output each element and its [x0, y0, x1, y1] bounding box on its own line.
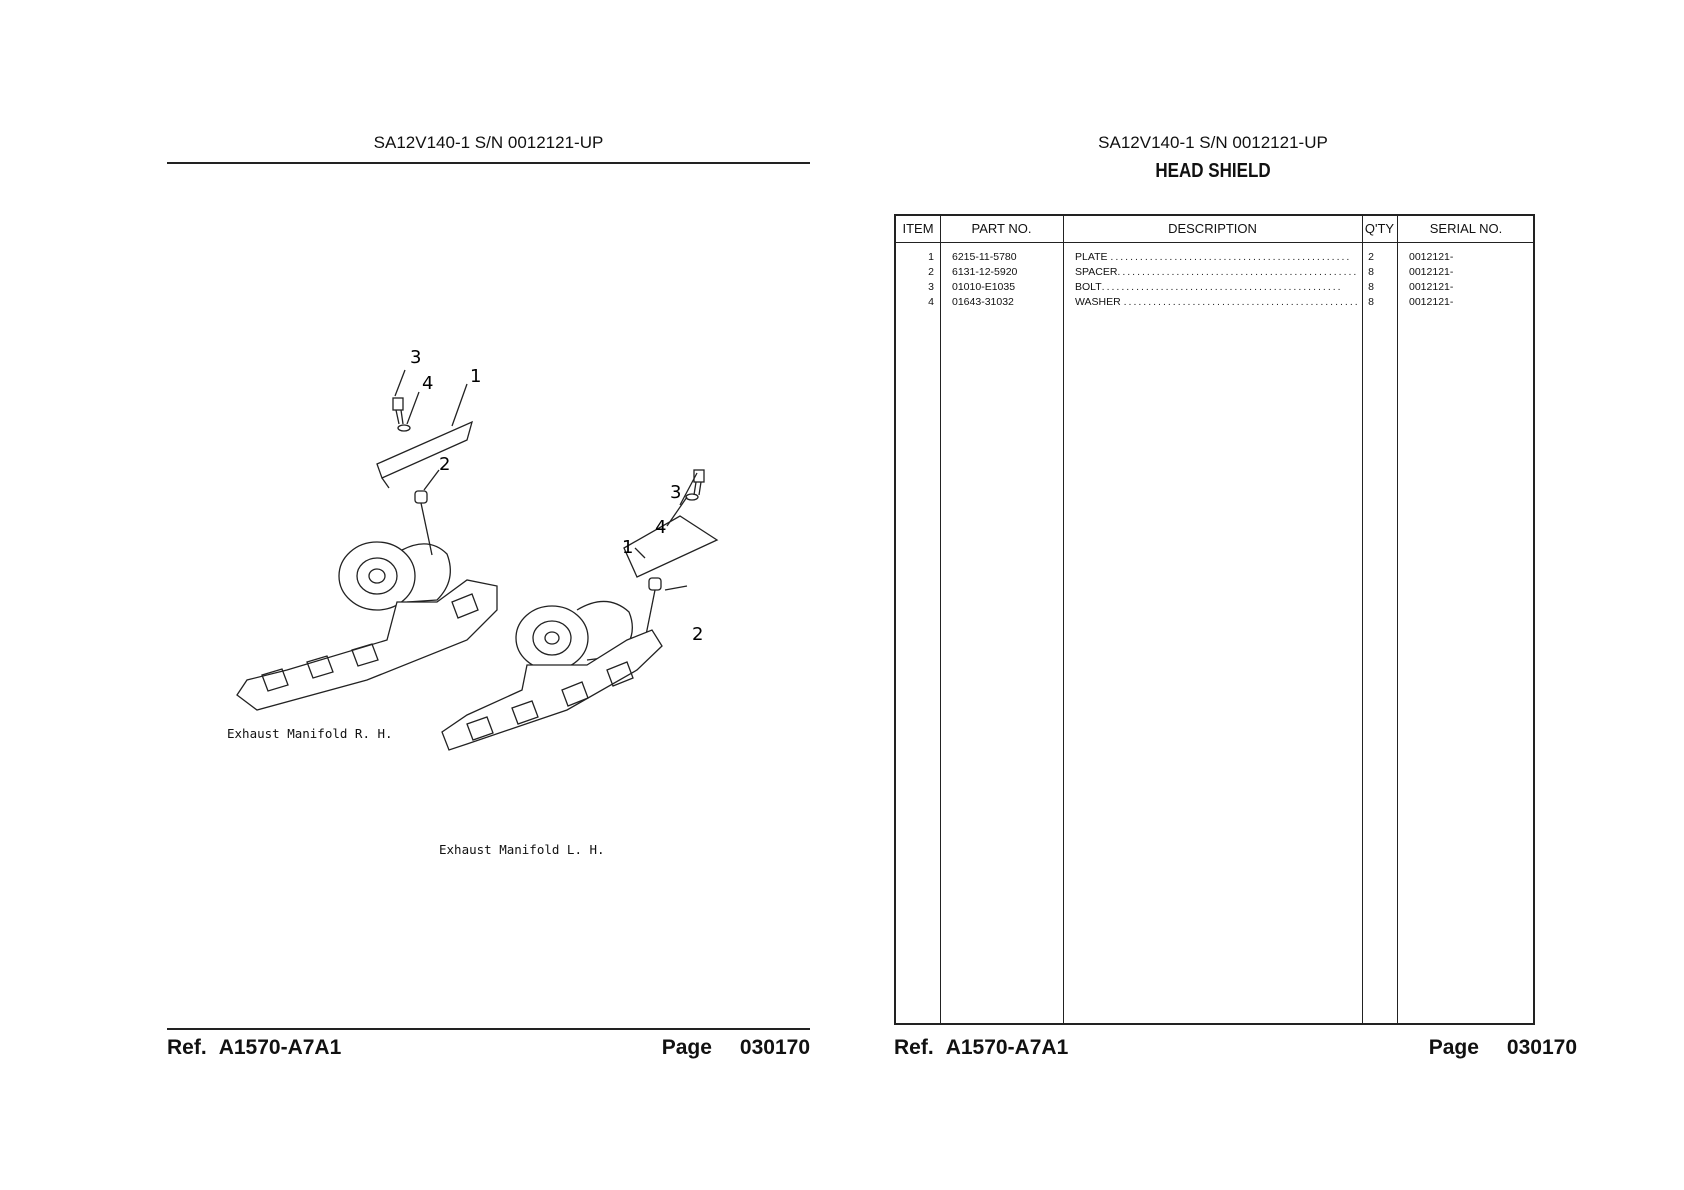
- table-row: 4 01643-31032 WASHER ...................…: [896, 296, 1533, 311]
- part-no: 01643-31032: [952, 296, 1014, 308]
- col-header-part-no: PART NO.: [971, 221, 1032, 236]
- description: PLATE ..................................…: [1075, 251, 1352, 263]
- quantity: 8: [1368, 296, 1374, 308]
- serial-no: 0012121-: [1409, 281, 1454, 293]
- plate-rh: [376, 420, 473, 479]
- quantity: 2: [1368, 251, 1374, 263]
- part-no: 01010-E1035: [952, 281, 1016, 293]
- col-header-description: DESCRIPTION: [1168, 221, 1257, 236]
- col-header-item: ITEM: [902, 221, 934, 236]
- manifold-rh: [236, 579, 498, 711]
- page-number: 030170: [739, 1036, 810, 1059]
- callout-2-lh: 2: [692, 624, 703, 645]
- caption-manifold-lh: Exhaust Manifold L. H.: [439, 842, 605, 857]
- part-no: 6131-12-5920: [952, 266, 1018, 278]
- bolt-lh: [693, 469, 705, 496]
- description: SPACER..................................…: [1075, 266, 1359, 278]
- footer-page: Page 030170: [1429, 1036, 1577, 1060]
- header-rule: [167, 162, 810, 164]
- parts-diagram: 3 4 1 2 3 4 1 2: [236, 347, 719, 751]
- col-header-qty: Q'TY: [1364, 221, 1395, 236]
- ref-label: Ref.: [167, 1036, 207, 1059]
- quantity: 8: [1368, 266, 1374, 278]
- table-row: 1 6215-11-5780 PLATE ...................…: [896, 251, 1533, 266]
- table-row: 2 6131-12-5920 SPACER...................…: [896, 266, 1533, 281]
- item-no: 1: [928, 251, 934, 263]
- footer-ref: Ref. A1570-A7A1: [167, 1036, 341, 1060]
- caption-manifold-rh: Exhaust Manifold R. H.: [227, 726, 393, 741]
- serial-no: 0012121-: [1409, 251, 1454, 263]
- washer-rh: [397, 424, 411, 432]
- quantity: 8: [1368, 281, 1374, 293]
- column-divider: [940, 216, 941, 1023]
- washer-lh: [685, 493, 699, 501]
- column-divider: [1397, 216, 1398, 1023]
- turbo-lh: [515, 605, 589, 671]
- ref-code: A1570-A7A1: [218, 1036, 342, 1059]
- callout-3-rh: 3: [410, 347, 421, 368]
- footer-page: Page 030170: [662, 1036, 810, 1060]
- model-header: SA12V140-1 S/N 0012121-UP: [1098, 133, 1328, 152]
- parts-list-page: SA12V140-1 S/N 0012121-UP HEAD SHIELD IT…: [842, 0, 1684, 1190]
- table-row: 3 01010-E1035 BOLT......................…: [896, 281, 1533, 296]
- callout-3-lh: 3: [670, 482, 681, 503]
- footer-rule: [167, 1028, 810, 1030]
- manifold-lh: [441, 629, 663, 751]
- page-number: 030170: [1506, 1036, 1577, 1059]
- callout-1-rh: 1: [470, 366, 481, 387]
- spacer-rh: [414, 490, 428, 504]
- col-header-serial: SERIAL NO.: [1429, 221, 1503, 236]
- item-no: 3: [928, 281, 934, 293]
- plate-lh: [623, 515, 719, 578]
- description: BOLT....................................…: [1075, 281, 1343, 293]
- illustration-page: SA12V140-1 S/N 0012121-UP: [167, 133, 810, 1060]
- page-label: Page: [1428, 1036, 1479, 1059]
- header-divider: [896, 242, 1533, 243]
- ref-code: A1570-A7A1: [945, 1036, 1069, 1059]
- spacer-lh: [648, 577, 662, 591]
- parts-table: ITEM PART NO. DESCRIPTION Q'TY SERIAL NO…: [894, 214, 1535, 1025]
- serial-no: 0012121-: [1409, 296, 1454, 308]
- column-divider: [1362, 216, 1363, 1023]
- callout-4-rh: 4: [422, 373, 433, 394]
- callout-1-lh: 1: [622, 537, 633, 558]
- page-title: HEAD SHIELD: [1155, 160, 1271, 182]
- turbo-rh: [338, 541, 416, 611]
- exploded-view-drawing: 3 4 1 2 3 4 1 2 Exhaust Manifold R. H. E…: [167, 340, 810, 900]
- ref-label: Ref.: [894, 1036, 934, 1059]
- part-no: 6215-11-5780: [952, 251, 1017, 263]
- column-divider: [1063, 216, 1064, 1023]
- model-header: SA12V140-1 S/N 0012121-UP: [373, 133, 604, 152]
- item-no: 4: [928, 296, 934, 308]
- callout-4-lh: 4: [655, 517, 666, 538]
- serial-no: 0012121-: [1409, 266, 1454, 278]
- page-label: Page: [661, 1036, 712, 1059]
- callout-2-rh: 2: [439, 454, 450, 475]
- footer-ref: Ref. A1570-A7A1: [894, 1036, 1068, 1060]
- bolt-rh: [392, 397, 404, 425]
- item-no: 2: [928, 266, 934, 278]
- description: WASHER .................................…: [1075, 296, 1359, 308]
